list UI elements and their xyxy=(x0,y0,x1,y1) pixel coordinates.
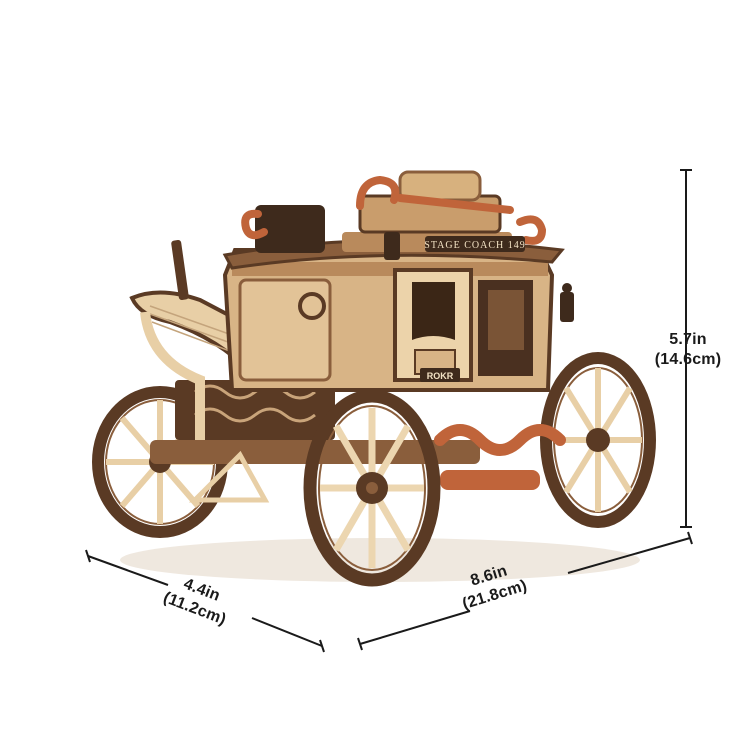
rokr-badge-text: ROKR xyxy=(427,371,454,381)
coach-body xyxy=(222,248,555,392)
ground-shadow xyxy=(120,538,640,582)
copper-springs xyxy=(434,424,566,456)
height-metric: (14.6cm) xyxy=(654,351,722,368)
coach-roof: STAGE COACH 149 ROKR xyxy=(222,170,565,382)
height-dimension-line xyxy=(680,169,692,528)
door-window xyxy=(412,282,455,340)
height-imperial: 5.7in xyxy=(669,331,707,348)
width-dimension-line xyxy=(357,531,693,651)
height-dimension-label: 5.7in (14.6cm) xyxy=(640,330,736,370)
depth-dimension-line xyxy=(85,549,325,653)
name-plate-text: STAGE COACH 149 xyxy=(424,240,525,251)
name-plate xyxy=(425,236,525,252)
front-right-wheel xyxy=(303,389,441,587)
lantern xyxy=(384,232,574,322)
rokr-badge xyxy=(420,368,460,382)
copper-scrolls xyxy=(241,175,547,245)
brake-lever xyxy=(171,239,189,301)
rear-right-wheel xyxy=(540,352,656,528)
